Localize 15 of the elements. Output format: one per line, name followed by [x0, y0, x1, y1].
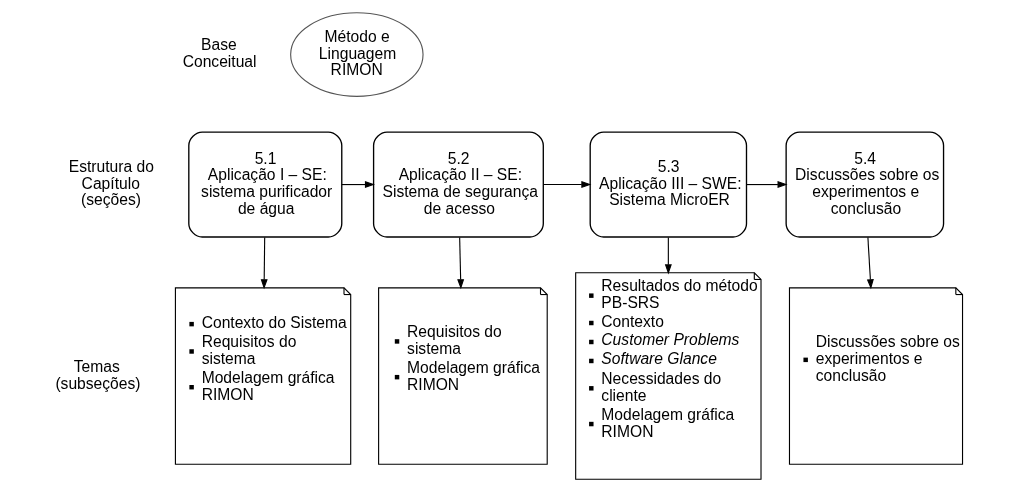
arrow: [542, 181, 592, 189]
arrow: [457, 236, 465, 290]
arrow: [664, 236, 672, 275]
node-box: 5.2 Aplicação II – SE: Sistema de segurança de acesso: [372, 131, 544, 238]
label: Base Conceitual: [182, 36, 257, 71]
node-box: 5.3 Aplicação III – SWE: Sistema MicroER: [589, 131, 748, 238]
arrow: [341, 181, 375, 189]
label: Temas (subseções): [55, 357, 141, 392]
arrow: [866, 236, 874, 290]
node-box: 5.1 Aplicação I – SE: sistema purificador de água: [188, 131, 343, 238]
label: Estrutura do Capítulo (seções): [68, 157, 154, 209]
node-ellipse: Método e Linguagem RIMON: [290, 12, 424, 97]
arrow: [746, 181, 788, 189]
arrow: [260, 236, 268, 290]
node-box: 5.4 Discussões sobre os experimentos e conclusão: [785, 131, 945, 238]
